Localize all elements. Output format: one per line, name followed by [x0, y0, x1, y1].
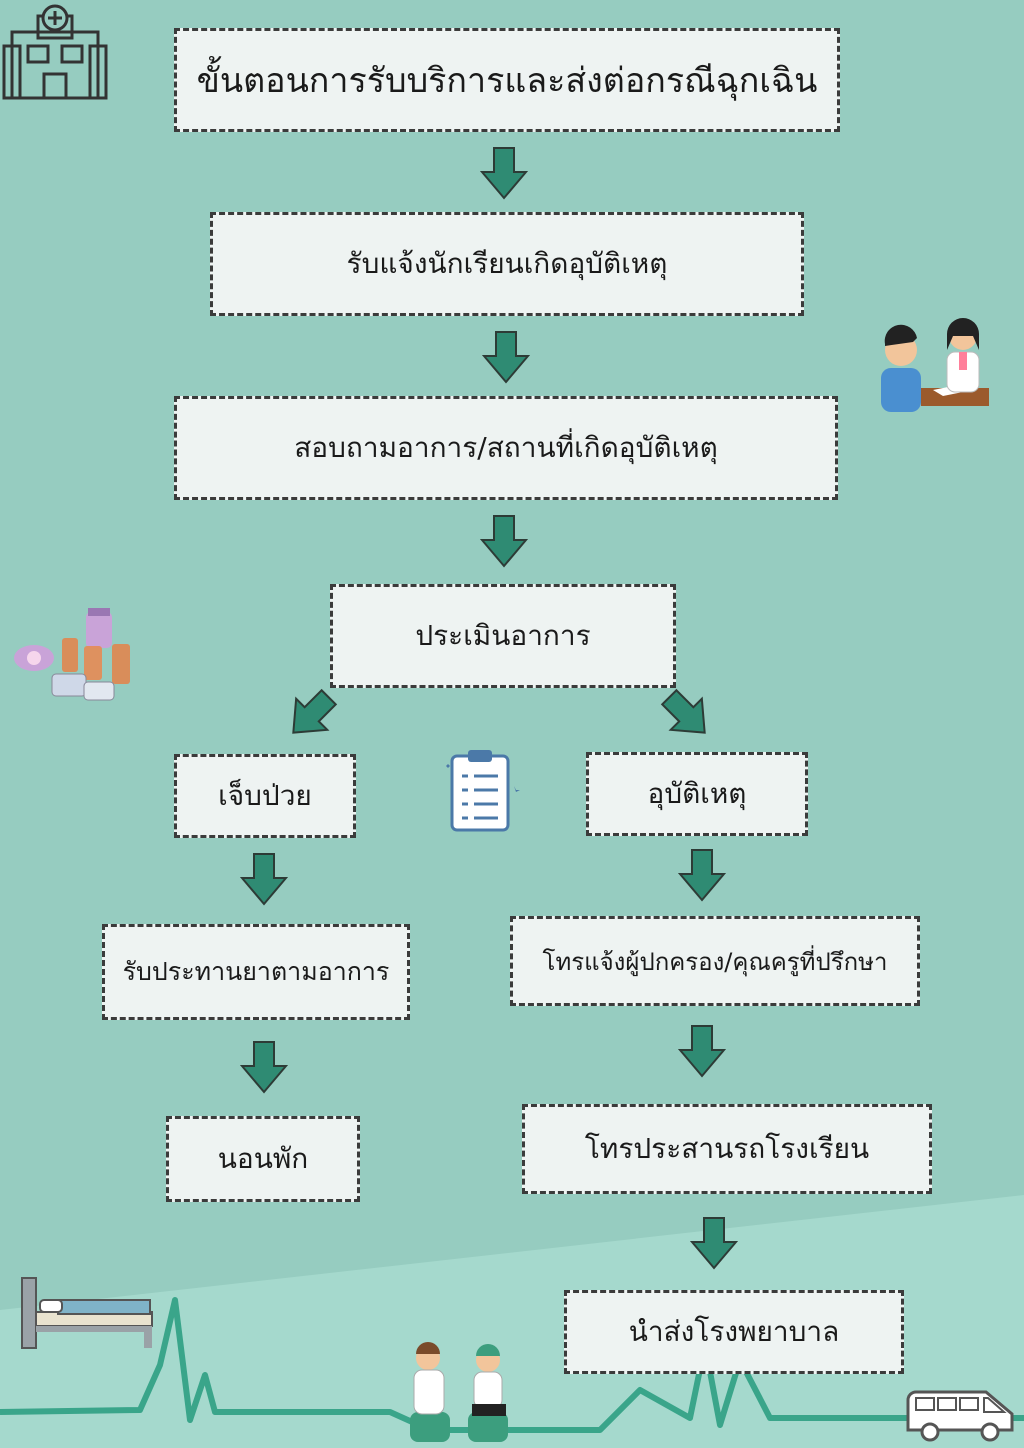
step-label: สอบถามอาการ/สถานที่เกิดอุบัติเหตุ [294, 431, 718, 464]
branch-label: อุบัติเหตุ [647, 777, 747, 810]
arrow-down-icon [240, 853, 288, 906]
arrow-down-icon [678, 849, 726, 902]
step-ask-symptoms: สอบถามอาการ/สถานที่เกิดอุบัติเหตุ [174, 396, 838, 500]
arrow-down-right-icon [660, 688, 706, 734]
arrow-down-left-icon [292, 688, 338, 734]
title-box: ขั้นตอนการรับบริการและส่งต่อกรณีฉุกเฉิน [174, 28, 840, 132]
hospital-icon [2, 4, 108, 100]
branch-accident: อุบัติเหตุ [586, 752, 808, 836]
step-label: นำส่งโรงพยาบาล [628, 1315, 840, 1348]
arrow-down-icon [480, 515, 528, 568]
van-icon [906, 1390, 1014, 1442]
step-call-parents: โทรแจ้งผู้ปกครอง/คุณครูที่ปรึกษา [510, 916, 920, 1006]
step-call-school-bus: โทรประสานรถโรงเรียน [522, 1104, 932, 1194]
arrow-down-icon [482, 331, 530, 384]
step-send-hospital: นำส่งโรงพยาบาล [564, 1290, 904, 1374]
clipboard-icon [446, 750, 520, 832]
flowchart-title: ขั้นตอนการรับบริการและส่งต่อกรณีฉุกเฉิน [196, 61, 818, 101]
step-take-medicine: รับประทานยาตามอาการ [102, 924, 410, 1020]
step-rest: นอนพัก [166, 1116, 360, 1202]
branch-label: เจ็บป่วย [218, 779, 312, 812]
step-assess: ประเมินอาการ [330, 584, 676, 688]
arrow-down-icon [480, 147, 528, 200]
step-label: นอนพัก [217, 1142, 309, 1175]
step-label: โทรประสานรถโรงเรียน [584, 1132, 870, 1165]
branch-illness: เจ็บป่วย [174, 754, 356, 838]
step-label: รับประทานยาตามอาการ [122, 957, 390, 986]
step-label: รับแจ้งนักเรียนเกิดอุบัติเหตุ [346, 247, 668, 280]
step-label: ประเมินอาการ [415, 619, 591, 652]
nurse-patient-icon [410, 1342, 508, 1442]
step-label: โทรแจ้งผู้ปกครอง/คุณครูที่ปรึกษา [542, 947, 888, 976]
arrow-down-icon [678, 1025, 726, 1078]
bed-icon [21, 1277, 153, 1349]
doctor-patient-icon [881, 318, 989, 412]
medicine-icon [14, 608, 130, 701]
step-receive-report: รับแจ้งนักเรียนเกิดอุบัติเหตุ [210, 212, 804, 316]
arrow-down-icon [240, 1041, 288, 1094]
arrow-down-icon [690, 1217, 738, 1270]
